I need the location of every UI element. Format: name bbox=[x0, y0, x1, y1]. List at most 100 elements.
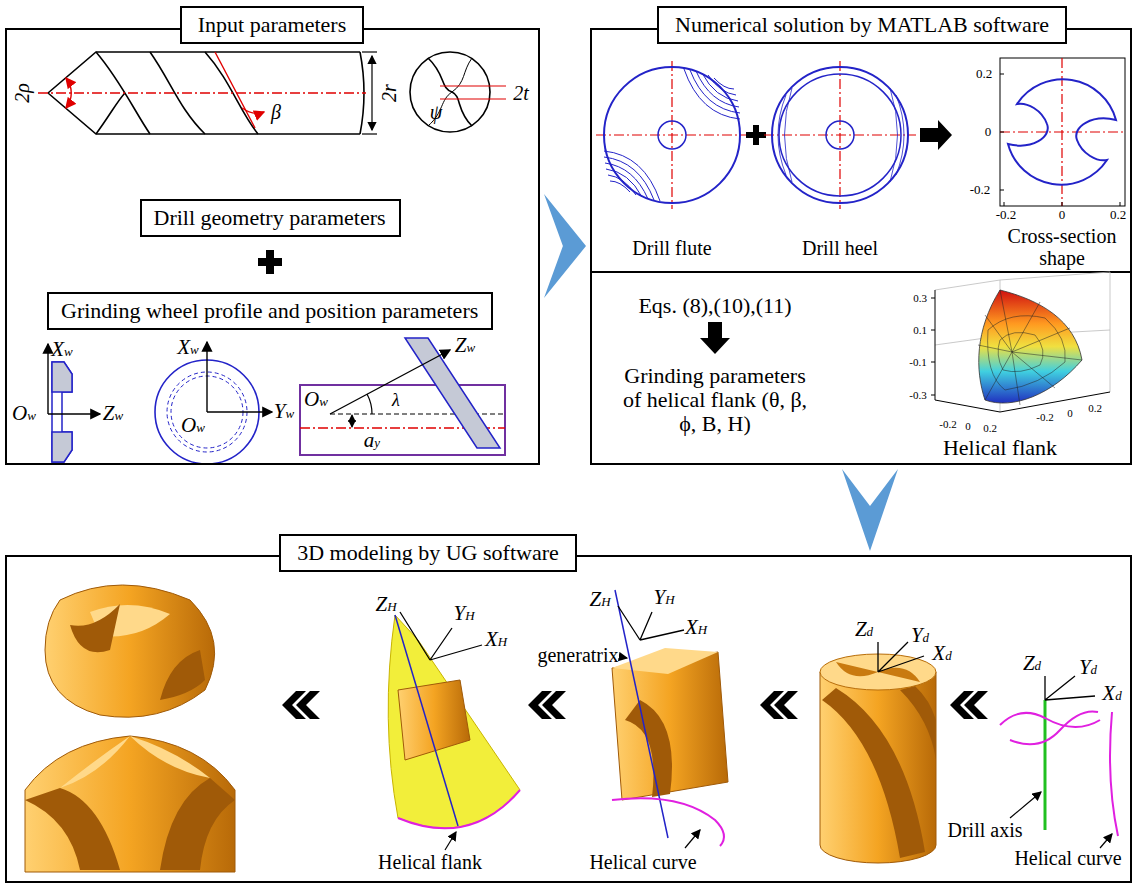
heel-plot bbox=[764, 61, 916, 209]
tick-label: 0 bbox=[1059, 208, 1066, 222]
heel-plot bbox=[778, 88, 904, 182]
helical-flank-plot bbox=[931, 272, 1110, 412]
axis-label: Zd bbox=[1023, 652, 1041, 675]
generatrix-model bbox=[621, 657, 627, 658]
helical-curve-axes bbox=[1100, 834, 1112, 848]
final-drill-model bbox=[25, 736, 235, 872]
final-drill-model bbox=[70, 604, 205, 700]
annotation: Helical flank bbox=[378, 851, 482, 873]
generatrix-model bbox=[612, 652, 728, 800]
drill-angle-marks bbox=[215, 52, 255, 128]
step-arrow bbox=[760, 691, 798, 719]
wheel-front-view bbox=[155, 342, 272, 464]
plus-sign bbox=[258, 250, 282, 274]
panel-heading: Numerical solution by MATLAB software bbox=[657, 6, 1067, 44]
box-label: Grinding wheel profile and position para… bbox=[61, 298, 478, 324]
plus-sign bbox=[746, 125, 766, 145]
annotation: 2ρ bbox=[11, 83, 33, 103]
final-drill-model bbox=[45, 585, 215, 717]
tick-label: -0.2 bbox=[996, 208, 1017, 222]
tick-label: -0.1 bbox=[909, 356, 926, 368]
dimension-2r bbox=[362, 52, 377, 134]
generatrix-model bbox=[612, 590, 728, 848]
axis-label: Zd bbox=[855, 618, 873, 641]
final-drill-model bbox=[60, 736, 210, 788]
panel-heading: Input parameters bbox=[180, 6, 364, 44]
drill-cross-section bbox=[440, 98, 506, 99]
box-label: Drill geometry parameters bbox=[154, 205, 386, 231]
annotation: Helical curve bbox=[589, 851, 696, 873]
annotation: Helical flank bbox=[943, 436, 1057, 460]
helical-curve-axes bbox=[1010, 792, 1041, 818]
annotation: Cross-section shape bbox=[998, 225, 1126, 269]
generatrix-model bbox=[685, 830, 700, 848]
heel-plot bbox=[826, 121, 854, 149]
heel-plot bbox=[772, 67, 908, 203]
plus-sign bbox=[746, 125, 766, 145]
wheel-position-view bbox=[405, 338, 500, 448]
annotation: Drill heel bbox=[802, 237, 878, 259]
tick-label: -0.2 bbox=[970, 183, 991, 197]
final-drill-model bbox=[25, 778, 235, 870]
axis-label: ay bbox=[364, 429, 380, 452]
flow-arrow bbox=[544, 194, 586, 298]
parameter-box: Drill geometry parameters bbox=[140, 199, 401, 237]
flank-cone-model bbox=[388, 615, 520, 828]
flow-arrow bbox=[842, 469, 898, 551]
helical-flank-plot bbox=[979, 290, 1082, 403]
flow-arrow bbox=[920, 120, 952, 150]
wheel-profile bbox=[48, 344, 100, 462]
annotation: ψ bbox=[430, 101, 442, 123]
axis-label: ZH bbox=[375, 593, 396, 616]
axis-label: Zw bbox=[455, 334, 475, 357]
flute-plot bbox=[596, 61, 748, 209]
flank-cone-model bbox=[395, 615, 458, 826]
annotation: Helical curve bbox=[1014, 847, 1121, 869]
heel-plot bbox=[839, 61, 840, 209]
axis-label: Ow bbox=[304, 388, 328, 411]
helical-curve-axes bbox=[1045, 676, 1095, 700]
wheel-position-view bbox=[330, 350, 450, 414]
flank-cone-model bbox=[388, 612, 520, 850]
wheel-position-view bbox=[300, 338, 505, 455]
tick-label: -0.2 bbox=[1036, 411, 1053, 423]
axis-label: YH bbox=[653, 586, 674, 609]
axis-label: Xw bbox=[51, 338, 73, 361]
axis-label: Yw bbox=[274, 400, 294, 423]
tick-label: 0.2 bbox=[1088, 402, 1102, 414]
drill-cross-section bbox=[428, 58, 472, 126]
drill-body-model bbox=[820, 642, 936, 863]
annotation: λ bbox=[392, 391, 400, 411]
flute-plot bbox=[671, 61, 672, 209]
tick-label: -0.2 bbox=[939, 418, 956, 430]
cross-section-plot bbox=[1000, 58, 1125, 206]
step-arrow bbox=[950, 691, 988, 719]
annotation: Drill axis bbox=[948, 819, 1023, 841]
drill-angle-marks bbox=[38, 52, 366, 128]
dimension-2r bbox=[371, 56, 372, 130]
axis-label: Xd bbox=[1102, 682, 1121, 705]
tick-label: -0.3 bbox=[909, 389, 926, 401]
drill-cross-section bbox=[440, 85, 506, 86]
tick-label: 0.3 bbox=[913, 292, 927, 304]
generatrix-model bbox=[615, 590, 668, 838]
cross-section-plot bbox=[1000, 58, 1125, 206]
tick-label: 0 bbox=[965, 420, 971, 432]
step-arrow bbox=[528, 691, 566, 719]
tick-label: 0.1 bbox=[913, 324, 927, 336]
cross-section-plot bbox=[1000, 74, 1120, 206]
drill-angle-marks bbox=[66, 78, 71, 108]
drill-body-model bbox=[822, 686, 936, 858]
wheel-front-view bbox=[207, 411, 272, 412]
drill-angle-marks bbox=[242, 108, 264, 113]
flank-cone-model bbox=[445, 832, 456, 850]
wheel-profile bbox=[48, 413, 100, 414]
wheel-profile bbox=[52, 362, 72, 462]
axis-label: Ow bbox=[181, 414, 205, 437]
annotation: β bbox=[271, 101, 281, 123]
annotation: generatrix bbox=[537, 644, 618, 666]
helical-flank-plot bbox=[978, 290, 1082, 405]
panel-divider bbox=[590, 271, 1132, 273]
generatrix-model bbox=[612, 798, 724, 846]
